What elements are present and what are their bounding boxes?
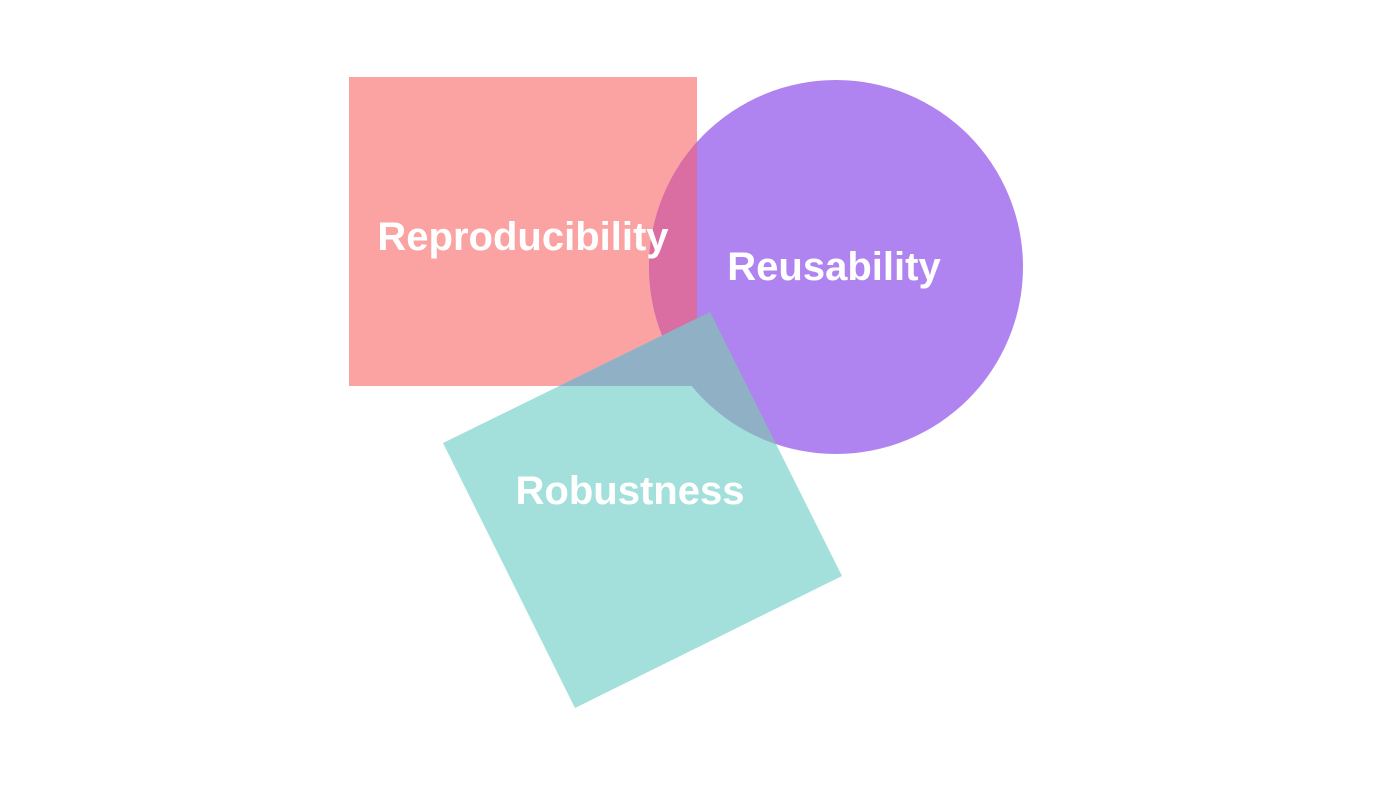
- reproducibility-label: Reproducibility: [377, 215, 669, 259]
- robustness-label: Robustness: [516, 469, 745, 513]
- reproducibility-square: [349, 77, 697, 386]
- reusability-label: Reusability: [727, 245, 941, 289]
- reusability-circle: [649, 80, 1023, 454]
